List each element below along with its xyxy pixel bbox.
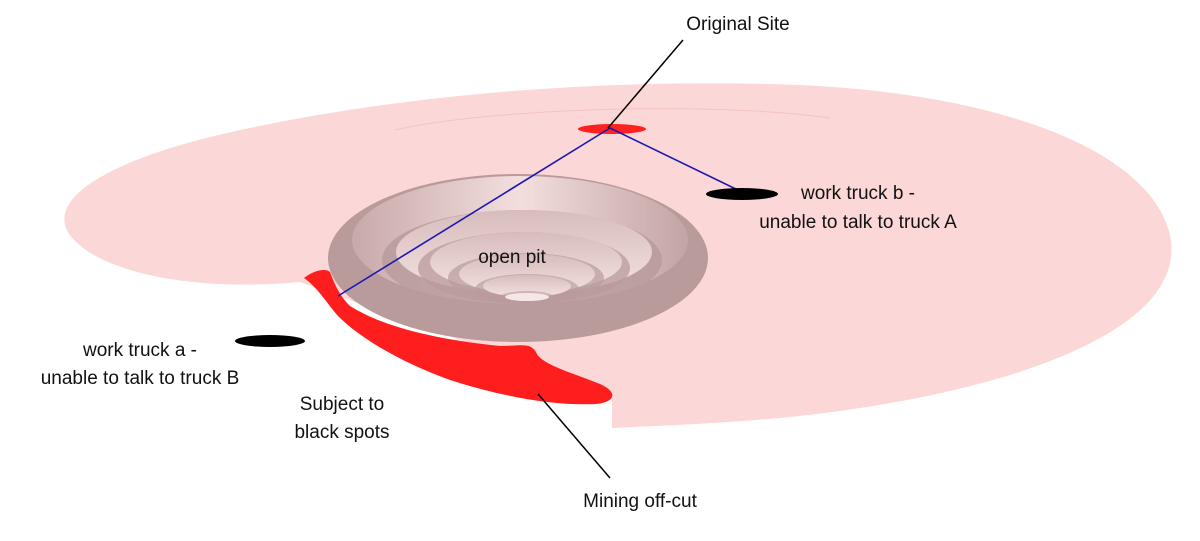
mining-off-cut (304, 270, 613, 405)
truck-a-label-line1: work truck a - (82, 340, 197, 361)
signal-line-to-truck-a (337, 127, 611, 297)
open-pit-label: open pit (478, 247, 546, 268)
truck-a-label-line2: unable to talk to truck B (41, 368, 240, 389)
work-truck-b (706, 188, 778, 200)
truck-b-label-line2: unable to talk to truck A (759, 212, 957, 233)
off-cut-leader (537, 393, 611, 479)
black-spots-label-line2: black spots (294, 422, 389, 443)
signal-line-to-truck-b (609, 127, 743, 193)
truck-b-label-line1: work truck b - (800, 183, 915, 204)
open-pit (328, 174, 708, 342)
black-spots-label-line1: Subject to (300, 394, 385, 415)
surface-contour (394, 108, 831, 131)
work-truck-a (235, 335, 305, 347)
original-site-label: Original Site (686, 14, 790, 35)
original-site-leader (607, 39, 684, 129)
off-cut-label: Mining off-cut (583, 491, 697, 512)
